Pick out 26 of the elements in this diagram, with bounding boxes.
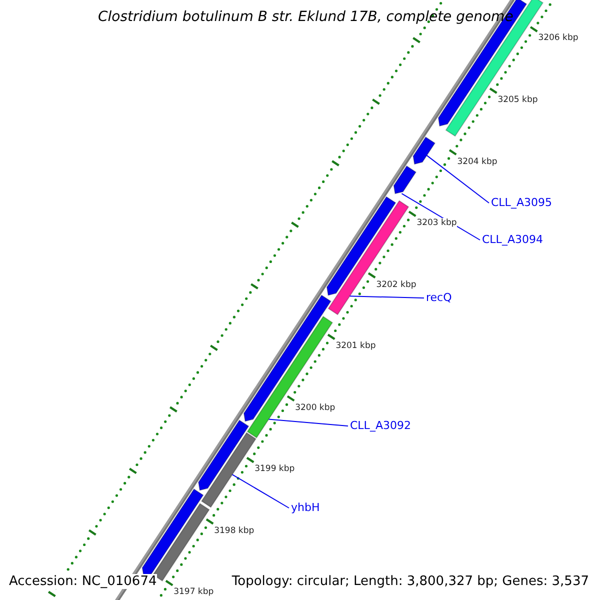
tick-label: 3205 kbp bbox=[498, 95, 538, 105]
gene-label: CLL_A3092 bbox=[350, 419, 411, 432]
accession-text: Accession: NC_010674 bbox=[9, 574, 157, 589]
leader-line bbox=[268, 418, 348, 426]
tick-label: 3197 kbp bbox=[174, 587, 214, 598]
tick-label: 3198 kbp bbox=[214, 526, 254, 536]
gene-block bbox=[412, 136, 436, 165]
gene-label: yhbH bbox=[291, 501, 320, 514]
tick-label: 3199 kbp bbox=[254, 464, 295, 474]
tick-label: 3202 kbp bbox=[376, 280, 416, 290]
gene-block bbox=[198, 420, 250, 491]
gene-block bbox=[326, 196, 396, 296]
tick-label: 3200 kbp bbox=[295, 402, 336, 413]
tick-label: 3201 kbp bbox=[336, 341, 376, 352]
gene-block bbox=[393, 165, 417, 194]
gene-label: CLL_A3094 bbox=[482, 233, 543, 246]
gene-label: recQ bbox=[426, 291, 452, 304]
tick-label: 3204 kbp bbox=[457, 156, 498, 166]
gene-label: CLL_A3095 bbox=[491, 196, 552, 209]
leader-line bbox=[426, 154, 490, 204]
gene-block bbox=[142, 488, 204, 576]
genome-info-text: Topology: circular; Length: 3,800,327 bp; Genes: 3,537 bbox=[232, 574, 589, 589]
gene-block bbox=[200, 432, 256, 508]
tick-label: 3203 kbp bbox=[416, 218, 457, 228]
gene-block bbox=[246, 316, 334, 438]
tick-label: 3206 kbp bbox=[538, 33, 578, 44]
